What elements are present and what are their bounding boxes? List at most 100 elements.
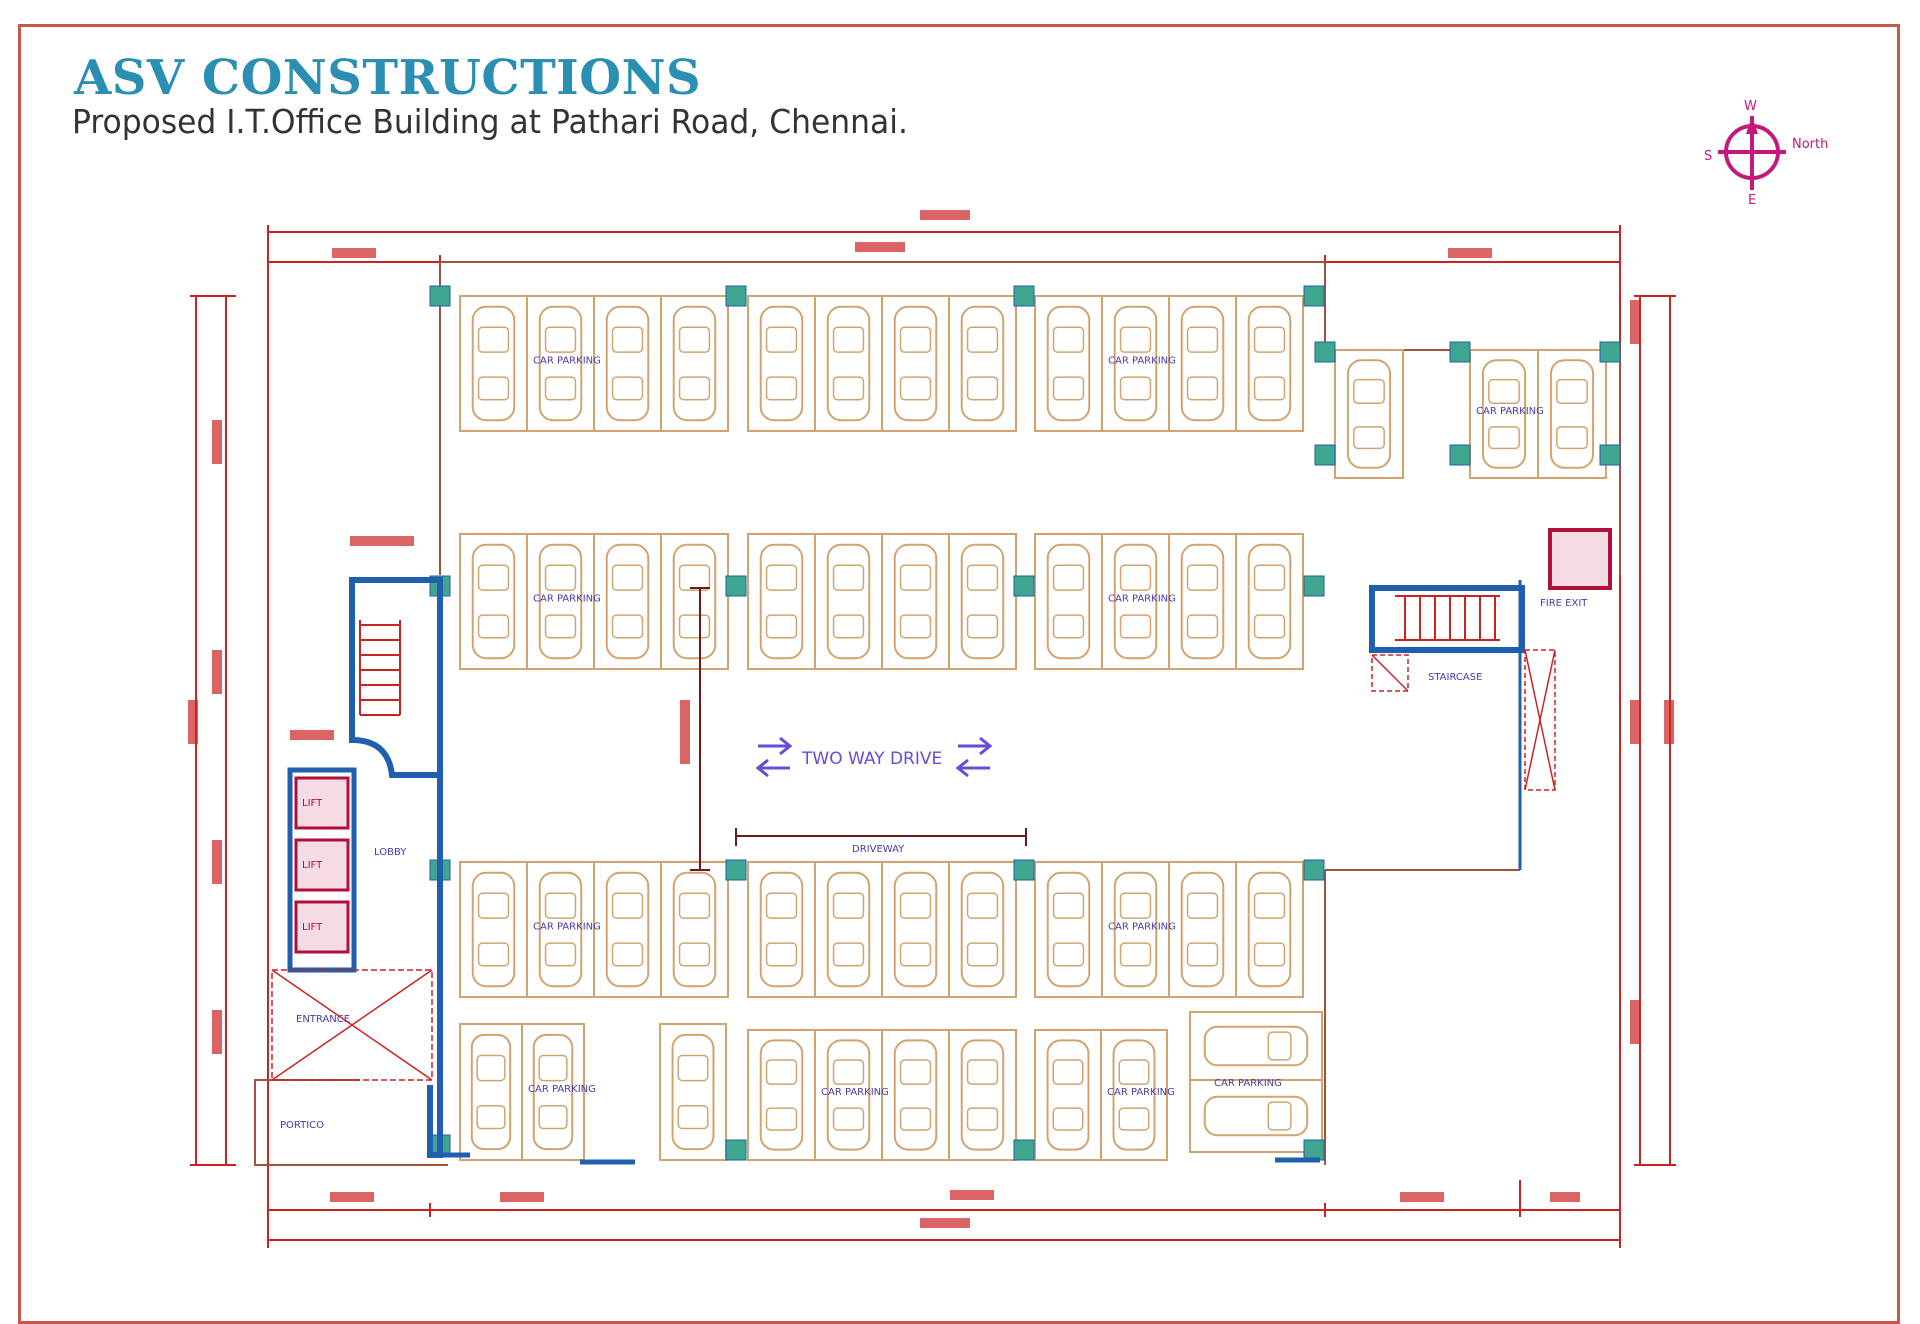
car-icon (1203, 1025, 1309, 1067)
car-icon (538, 871, 583, 988)
lobby-label: LOBBY (374, 847, 407, 858)
car-icon (826, 543, 871, 660)
car-icon (470, 1033, 512, 1151)
compass-w: W (1744, 99, 1757, 114)
column (725, 859, 747, 881)
car-icon (759, 871, 804, 988)
parking-bays: CAR PARKING CAR PARKING CAR PARKING CAR PAR… (459, 295, 1607, 1161)
column (1013, 575, 1035, 597)
car-icon (532, 1033, 574, 1151)
car-icon (960, 871, 1005, 988)
car-icon (1113, 543, 1158, 660)
car-icon (1247, 543, 1292, 660)
car-icon (1046, 305, 1091, 422)
structural-columns (429, 285, 1621, 1161)
compass-e: E (1748, 193, 1756, 208)
car-icon (538, 305, 583, 422)
car-parking-label: CAR PARKING (821, 1087, 889, 1098)
car-icon (671, 1033, 715, 1151)
car-icon (960, 305, 1005, 422)
car-parking-label: CAR PARKING (1108, 922, 1176, 933)
column (1303, 859, 1325, 881)
two-way-drive-label: TWO WAY DRIVE (801, 749, 942, 769)
bottom-wall (432, 1152, 1320, 1165)
car-icon (826, 305, 871, 422)
car-parking-label: CAR PARKING (1107, 1087, 1175, 1098)
lift-label-3: LIFT (302, 922, 323, 933)
dimension-lines (190, 225, 1676, 1248)
car-icon (1113, 305, 1158, 422)
compass-north: North (1792, 137, 1828, 152)
car-icon (1247, 871, 1292, 988)
car-icon (672, 305, 717, 422)
car-icon (471, 871, 516, 988)
column (1449, 444, 1471, 466)
project-subtitle: Proposed I.T.Office Building at Pathari … (72, 102, 908, 141)
column (1013, 285, 1035, 307)
column (1303, 285, 1325, 307)
car-parking-label: CAR PARKING (533, 356, 601, 367)
car-icon (1112, 1039, 1156, 1151)
car-parking-label: CAR PARKING (1108, 594, 1176, 605)
car-icon (826, 1039, 871, 1151)
car-icon (759, 305, 804, 422)
car-icon (759, 543, 804, 660)
car-parking-label: CAR PARKING (533, 594, 601, 605)
column (1314, 341, 1336, 363)
fire-exit-label: FIRE EXIT (1540, 598, 1588, 609)
car-icon (1247, 305, 1292, 422)
car-parking-label: CAR PARKING (1108, 356, 1176, 367)
entrance-label: ENTRANCE (296, 1014, 350, 1025)
column (725, 1139, 747, 1161)
car-icon (826, 871, 871, 988)
parking-block (659, 1023, 727, 1161)
driveway-label: DRIVEWAY (852, 844, 905, 855)
car-parking-label: CAR PARKING (533, 922, 601, 933)
staircase-label: STAIRCASE (1428, 672, 1482, 683)
staircase (359, 620, 401, 716)
car-icon (538, 543, 583, 660)
parking-block (1334, 349, 1404, 479)
right-core: FIRE EXIT STAIRCASE (1369, 528, 1612, 870)
column (1599, 444, 1621, 466)
car-icon (471, 305, 516, 422)
column (1303, 575, 1325, 597)
column (429, 285, 451, 307)
column (1599, 341, 1621, 363)
car-icon (893, 305, 938, 422)
column (1013, 859, 1035, 881)
floor-plan: W S E North (188, 99, 1828, 1248)
car-icon (672, 871, 717, 988)
column (725, 285, 747, 307)
car-icon (672, 543, 717, 660)
car-icon (1180, 871, 1225, 988)
car-icon (1046, 871, 1091, 988)
lift-cabins (294, 776, 350, 954)
car-icon (1180, 305, 1225, 422)
lift-label-1: LIFT (302, 798, 323, 809)
driveway: DRIVEWAY (690, 587, 1027, 871)
dimension-marks (188, 210, 1674, 1228)
car-icon (471, 543, 516, 660)
column (1303, 1139, 1325, 1161)
column (1013, 1139, 1035, 1161)
car-parking-label: CAR PARKING (1214, 1078, 1282, 1089)
car-icon (605, 305, 650, 422)
company-title: ASV CONSTRUCTIONS (74, 50, 702, 106)
car-parking-label: CAR PARKING (528, 1084, 596, 1095)
car-icon (605, 871, 650, 988)
car-icon (1481, 359, 1527, 469)
car-parking-label: CAR PARKING (1476, 406, 1544, 417)
car-icon (893, 1039, 938, 1151)
lift-label-2: LIFT (302, 860, 323, 871)
car-icon (893, 543, 938, 660)
portico-label: PORTICO (280, 1120, 324, 1131)
car-icon (605, 543, 650, 660)
car-icon (1203, 1095, 1309, 1137)
car-icon (893, 871, 938, 988)
car-icon (960, 543, 1005, 660)
car-icon (1046, 1039, 1090, 1151)
car-icon (759, 1039, 804, 1151)
left-core: LIFT LIFT LIFT LOBBY ENTRANCE PORTICO (271, 577, 443, 1158)
car-icon (1346, 359, 1392, 469)
